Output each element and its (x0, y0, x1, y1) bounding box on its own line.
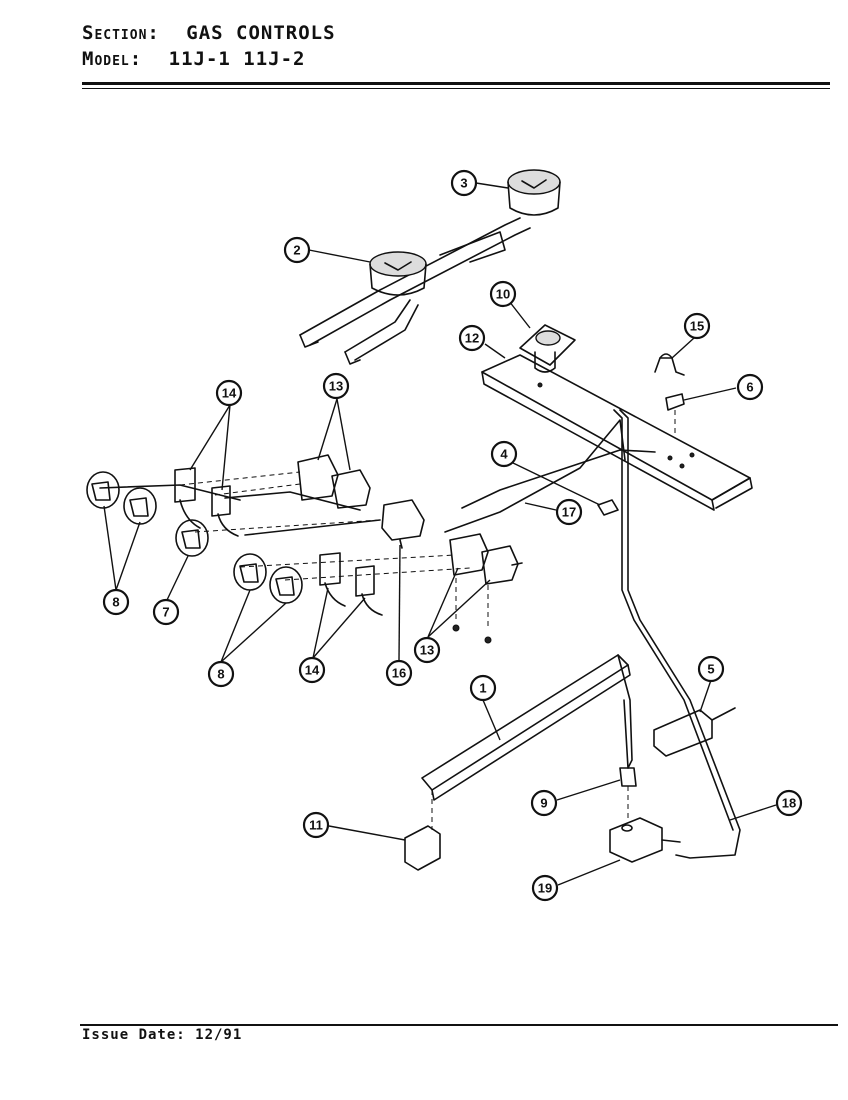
callout-10-label: 10 (496, 287, 510, 302)
callout-6-label: 6 (746, 380, 753, 395)
callout-13-upper: 13 (322, 372, 350, 400)
callout-7: 7 (152, 598, 180, 626)
callout-9: 9 (530, 789, 558, 817)
callout-1: 1 (469, 674, 497, 702)
callout-12: 12 (458, 324, 486, 352)
callout-18-label: 18 (782, 796, 796, 811)
tube-clip (597, 499, 619, 516)
callout-5: 5 (697, 655, 725, 683)
clamp (654, 353, 685, 376)
callout-15: 15 (683, 312, 711, 340)
callout-8-left: 8 (102, 588, 130, 616)
model-label: Model: (82, 48, 143, 70)
callout-4: 4 (490, 440, 518, 468)
callout-6: 6 (736, 373, 764, 401)
callout-13-lower-label: 13 (420, 643, 434, 658)
section-label: Section: (82, 22, 160, 44)
callout-14-lower-label: 14 (305, 663, 320, 678)
callout-8-lower-label: 8 (217, 667, 224, 682)
callout-13-upper-label: 13 (329, 379, 343, 394)
regulator (519, 324, 576, 373)
callout-17: 17 (555, 498, 583, 526)
callout-4-label: 4 (500, 447, 508, 462)
callout-7-label: 7 (162, 605, 169, 620)
header-rule-thick (82, 82, 830, 85)
callout-8-lower: 8 (207, 660, 235, 688)
section-title: Section: GAS CONTROLS (82, 22, 336, 44)
callout-17-label: 17 (562, 505, 576, 520)
callout-8-left-label: 8 (112, 595, 119, 610)
callout-13-lower: 13 (413, 636, 441, 664)
leader-lines (103, 182, 777, 886)
callout-2: 2 (283, 236, 311, 264)
callout-10: 10 (489, 280, 517, 308)
model-title: Model: 11J-1 11J-2 (82, 48, 305, 70)
callout-19-label: 19 (538, 881, 552, 896)
callout-11-label: 11 (309, 818, 323, 833)
callout-3-label: 3 (460, 176, 467, 191)
callout-18: 18 (775, 789, 803, 817)
gas-tubing (444, 409, 741, 859)
footer-rule (80, 1024, 838, 1026)
callout-14-upper-label: 14 (222, 386, 237, 401)
callout-11: 11 (302, 811, 330, 839)
callout-9-label: 9 (540, 796, 547, 811)
section-value: GAS CONTROLS (186, 22, 336, 44)
burner-assembly (299, 169, 561, 365)
callout-19: 19 (531, 874, 559, 902)
oven-control-linkage (404, 654, 736, 871)
fitting (665, 393, 685, 435)
callout-3: 3 (450, 169, 478, 197)
callout-16-label: 16 (392, 666, 406, 681)
model-value: 11J-1 11J-2 (168, 48, 306, 70)
callout-16: 16 (385, 659, 413, 687)
callout-1-label: 1 (479, 681, 486, 696)
callout-14-lower: 14 (298, 656, 326, 684)
header-rule-thin (82, 88, 830, 89)
callout-12-label: 12 (465, 331, 479, 346)
valve-bracket (481, 354, 753, 511)
callout-15-label: 15 (690, 319, 704, 334)
callout-14-upper: 14 (215, 379, 243, 407)
callout-2-label: 2 (293, 243, 300, 258)
valve-manifold (86, 454, 523, 644)
issue-date: Issue Date: 12/91 (82, 1027, 243, 1043)
callout-5-label: 5 (707, 662, 714, 677)
